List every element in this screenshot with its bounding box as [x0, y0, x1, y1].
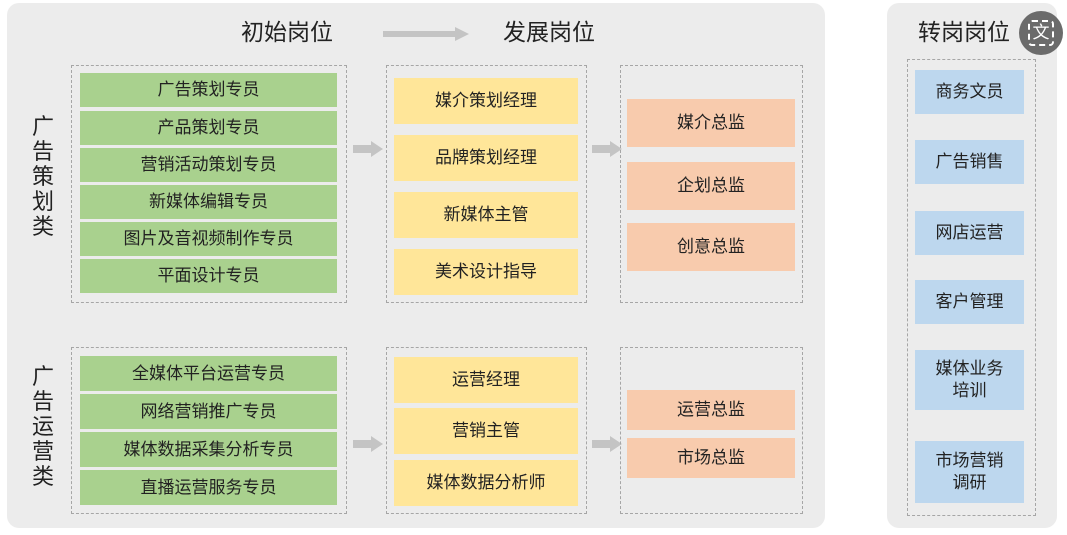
- operations-initial-item: 直播运营服务专员: [80, 470, 337, 505]
- arrow-right-icon: [353, 436, 383, 452]
- operations-development-item: 媒体数据分析师: [394, 460, 578, 506]
- planning-initial-item: 营销活动策划专员: [80, 148, 337, 182]
- header-transfer: 转岗岗位: [918, 20, 1010, 46]
- planning-development-item: 媒介策划经理: [394, 78, 578, 124]
- translate-button[interactable]: 文: [1019, 11, 1063, 55]
- operations-development-item: 营销主管: [394, 408, 578, 454]
- group-label-planning: 广告策划类: [31, 115, 54, 240]
- arrow-right-icon: [353, 141, 383, 157]
- header-arrow-icon: [383, 27, 469, 41]
- planning-development-box: [386, 65, 587, 303]
- transfer-item: 网店运营: [915, 211, 1024, 255]
- transfer-item: 客户管理: [915, 280, 1024, 324]
- operations-initial-box: [71, 347, 347, 514]
- operations-director-item: 市场总监: [627, 438, 795, 478]
- planning-initial-item: 广告策划专员: [80, 73, 337, 107]
- operations-development-box: [386, 347, 587, 514]
- operations-development-item: 运营经理: [394, 357, 578, 403]
- planning-director-item: 企划总监: [627, 162, 795, 210]
- transfer-item: 广告销售: [915, 140, 1024, 184]
- operations-initial-item: 网络营销推广专员: [80, 394, 337, 429]
- transfer-item: 市场营销调研: [915, 441, 1024, 503]
- planning-initial-item: 产品策划专员: [80, 111, 337, 145]
- operations-initial-item: 全媒体平台运营专员: [80, 356, 337, 391]
- operations-director-item: 运营总监: [627, 390, 795, 430]
- translate-icon: 文: [1028, 20, 1054, 46]
- transfer-item: 商务文员: [915, 70, 1024, 114]
- transfer-box: [907, 59, 1036, 516]
- arrow-right-icon: [592, 141, 622, 157]
- planning-development-item: 新媒体主管: [394, 192, 578, 238]
- planning-initial-item: 新媒体编辑专员: [80, 185, 337, 219]
- group-label-operations: 广告运营类: [31, 365, 54, 490]
- planning-initial-box: [71, 65, 347, 303]
- planning-director-item: 媒介总监: [627, 99, 795, 147]
- planning-development-item: 品牌策划经理: [394, 135, 578, 181]
- planning-development-item: 美术设计指导: [394, 249, 578, 295]
- operations-initial-item: 媒体数据采集分析专员: [80, 432, 337, 467]
- planning-director-box: [620, 65, 803, 303]
- planning-initial-item: 平面设计专员: [80, 259, 337, 293]
- header-development: 发展岗位: [503, 20, 595, 46]
- header-initial: 初始岗位: [241, 20, 333, 46]
- arrow-right-icon: [592, 436, 622, 452]
- transfer-item: 媒体业务培训: [915, 350, 1024, 410]
- planning-initial-item: 图片及音视频制作专员: [80, 222, 337, 256]
- planning-director-item: 创意总监: [627, 223, 795, 271]
- operations-director-box: [620, 347, 803, 514]
